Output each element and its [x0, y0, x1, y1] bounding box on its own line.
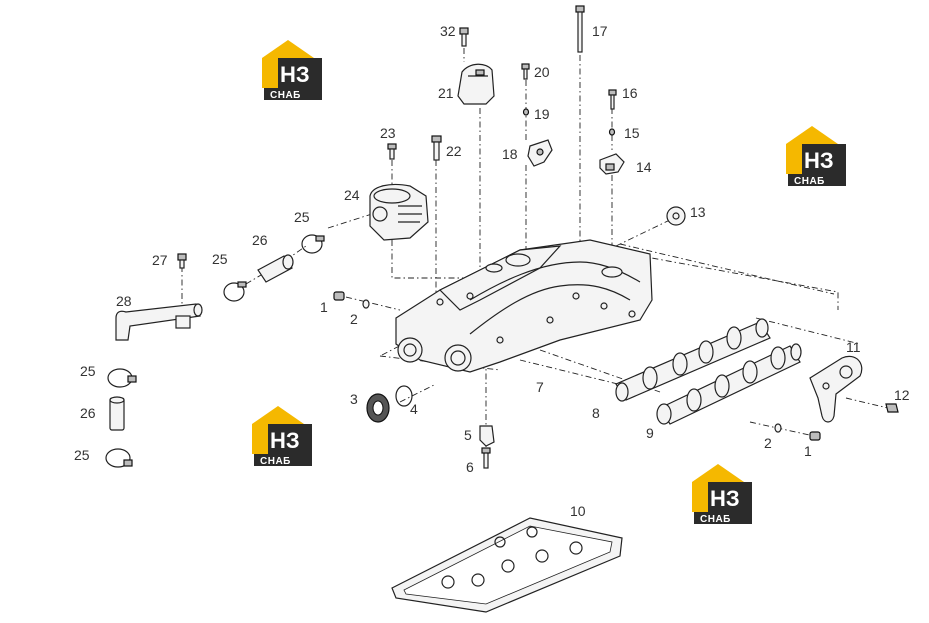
- label-26a: 26: [252, 232, 268, 248]
- brand-logo: НЗ СНАБ: [262, 40, 322, 101]
- camshaft-8: [615, 318, 771, 402]
- label-18: 18: [502, 146, 518, 162]
- label-9: 9: [646, 425, 654, 441]
- label-25a: 25: [294, 209, 310, 225]
- washer-13: [666, 206, 686, 226]
- label-25d: 25: [74, 447, 90, 463]
- label-14: 14: [636, 159, 652, 175]
- label-13: 13: [690, 204, 706, 220]
- bolt-17: [575, 5, 585, 53]
- label-27: 27: [152, 252, 168, 268]
- bolt-12: [885, 403, 899, 413]
- label-10: 10: [570, 503, 586, 519]
- bracket-11: [809, 355, 863, 423]
- logo-subtext: СНАБ: [260, 456, 291, 467]
- label-6: 6: [466, 459, 474, 475]
- label-2b: 2: [764, 435, 772, 451]
- label-32: 32: [440, 23, 456, 39]
- camshaft-9: [656, 343, 802, 425]
- sensor-14: [599, 153, 625, 175]
- label-22: 22: [446, 143, 462, 159]
- logo-text: НЗ: [710, 486, 740, 511]
- o-ring-4: [395, 385, 413, 407]
- logo-subtext: СНАБ: [700, 514, 731, 525]
- brand-logo: НЗ СНАБ: [252, 406, 312, 467]
- oil-separator-24: [369, 183, 429, 241]
- bolt-22: [431, 135, 442, 161]
- label-8: 8: [592, 405, 600, 421]
- label-25c: 25: [80, 363, 96, 379]
- logo-text: НЗ: [804, 148, 834, 173]
- washer-19: [522, 108, 530, 116]
- bolt-23: [387, 143, 397, 160]
- brand-logo: НЗ СНАБ: [692, 464, 752, 525]
- label-4: 4: [410, 401, 418, 417]
- clamp-25c: [107, 368, 137, 388]
- label-17: 17: [592, 23, 608, 39]
- sensor-18: [527, 139, 553, 167]
- label-28: 28: [116, 293, 132, 309]
- bolt-27: [177, 253, 187, 269]
- bolt-20: [521, 63, 530, 80]
- bolt-6: [481, 447, 491, 469]
- label-23: 23: [380, 125, 396, 141]
- washer-2b: [774, 423, 782, 433]
- clamp-25b: [223, 281, 247, 302]
- logo-text: НЗ: [280, 62, 310, 87]
- label-1a: 1: [320, 299, 328, 315]
- sensor-21: [457, 63, 495, 105]
- cylinder-head-cover: [395, 239, 653, 373]
- label-16: 16: [622, 85, 638, 101]
- label-26b: 26: [80, 405, 96, 421]
- logo-subtext: СНАБ: [270, 90, 301, 101]
- label-12: 12: [894, 387, 910, 403]
- label-25b: 25: [212, 251, 228, 267]
- label-19: 19: [534, 106, 550, 122]
- part-labels: 32 17 20 21 19 16 23 22 15 18 14 24 13 2…: [74, 23, 910, 519]
- clip-5: [479, 425, 495, 447]
- brand-logo: НЗ СНАБ: [786, 126, 846, 187]
- clamp-25d: [105, 448, 133, 468]
- clamp-25a: [301, 234, 325, 254]
- label-21: 21: [438, 85, 454, 101]
- label-7: 7: [536, 379, 544, 395]
- label-2a: 2: [350, 311, 358, 327]
- label-5: 5: [464, 427, 472, 443]
- label-3: 3: [350, 391, 358, 407]
- hose-26a: [257, 254, 294, 283]
- hose-26b: [109, 396, 125, 431]
- pipe-28: [115, 303, 203, 341]
- washer-15: [608, 128, 616, 136]
- label-1b: 1: [804, 443, 812, 459]
- washer-2: [362, 299, 370, 309]
- label-24: 24: [344, 187, 360, 203]
- label-20: 20: [534, 64, 550, 80]
- label-15: 15: [624, 125, 640, 141]
- gasket-10: [391, 517, 623, 613]
- bolt-16: [608, 89, 617, 110]
- plug-1b: [809, 431, 821, 441]
- logo-subtext: СНАБ: [794, 176, 825, 187]
- plug-1: [333, 291, 345, 301]
- label-11: 11: [846, 339, 861, 355]
- oil-seal-3: [366, 393, 390, 423]
- bolt-32: [459, 27, 469, 47]
- logo-text: НЗ: [270, 428, 300, 453]
